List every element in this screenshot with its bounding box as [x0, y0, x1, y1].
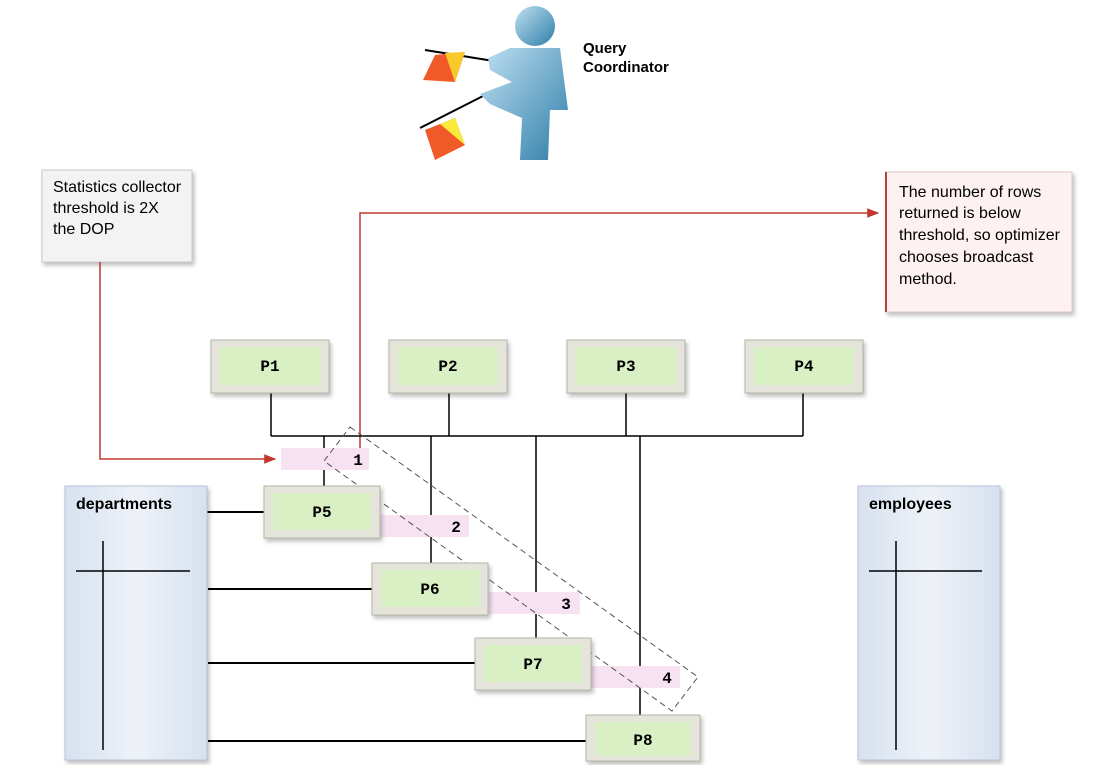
note-right-line3: threshold, so optimizer	[899, 227, 1061, 244]
note-right-line2: returned is below	[899, 205, 1021, 222]
process-p5	[263, 485, 381, 539]
note-left-line2: threshold is 2X	[53, 200, 159, 217]
process-p2-label: P2	[438, 358, 457, 376]
step-2-highlight	[379, 515, 469, 537]
broadcast-dashed-region	[323, 426, 699, 712]
arrow-step1-to-right-note	[359, 208, 880, 460]
step-2-label: 2	[451, 519, 461, 537]
process-p3	[566, 339, 686, 394]
table-employees-label: employees	[869, 496, 952, 513]
process-p1-label: P1	[260, 358, 279, 376]
step-3-highlight	[489, 592, 580, 614]
process-p4-label: P4	[794, 358, 814, 376]
process-p7-label: P7	[523, 656, 542, 674]
note-left-line3: the DOP	[53, 221, 114, 238]
query-coordinator-figure	[419, 6, 568, 160]
note-right-line5: method.	[899, 271, 957, 288]
step-3-label: 3	[561, 596, 571, 614]
table-connectors	[197, 511, 586, 742]
step-4-label: 4	[662, 670, 672, 688]
table-employees	[857, 485, 1001, 761]
process-p1	[210, 339, 330, 394]
table-departments	[64, 485, 208, 761]
process-p8-label: P8	[633, 732, 652, 750]
note-broadcast-method	[885, 171, 1073, 313]
note-statistics-collector	[41, 169, 193, 263]
process-p6	[371, 562, 489, 616]
note-right-line1: The number of rows	[899, 184, 1041, 201]
note-left-line1: Statistics collector	[53, 179, 182, 196]
process-p7	[474, 637, 592, 691]
coordinator-label-line1: Query	[583, 40, 627, 57]
coordinator-label-line2: Coordinator	[583, 59, 669, 76]
table-departments-grid	[76, 541, 190, 750]
process-p2	[388, 339, 508, 394]
step-4-highlight	[590, 666, 680, 688]
process-p6-label: P6	[420, 581, 439, 599]
process-p3-label: P3	[616, 358, 635, 376]
note-right-line4: chooses broadcast	[899, 249, 1034, 266]
process-p8	[585, 714, 701, 762]
table-employees-grid	[869, 541, 982, 750]
step-1-label: 1	[353, 452, 363, 470]
process-p4	[744, 339, 864, 394]
process-p5-label: P5	[312, 504, 331, 522]
table-departments-label: departments	[76, 496, 172, 513]
arrow-left-note-to-step1	[99, 262, 277, 464]
